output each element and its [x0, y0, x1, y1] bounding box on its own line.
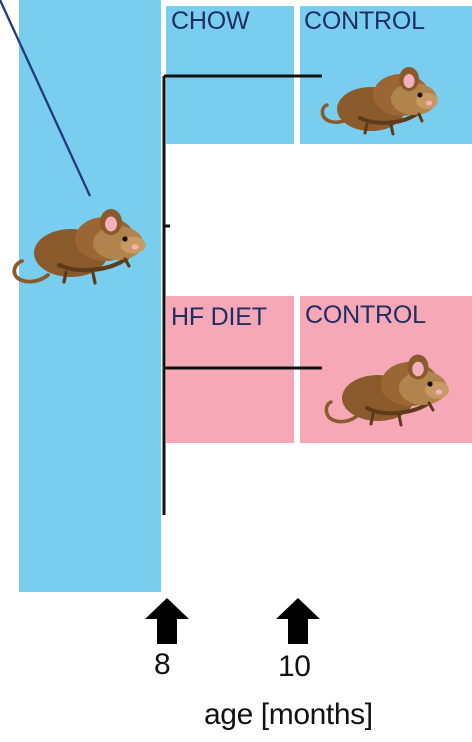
callout-line: [0, 0, 90, 196]
arrow-8-icon: [144, 598, 190, 644]
tick-label-8: 8: [154, 650, 170, 680]
x-axis-title: age [months]: [204, 700, 373, 730]
arrow-10-icon: [275, 598, 321, 644]
tick-label-10: 10: [278, 652, 311, 682]
